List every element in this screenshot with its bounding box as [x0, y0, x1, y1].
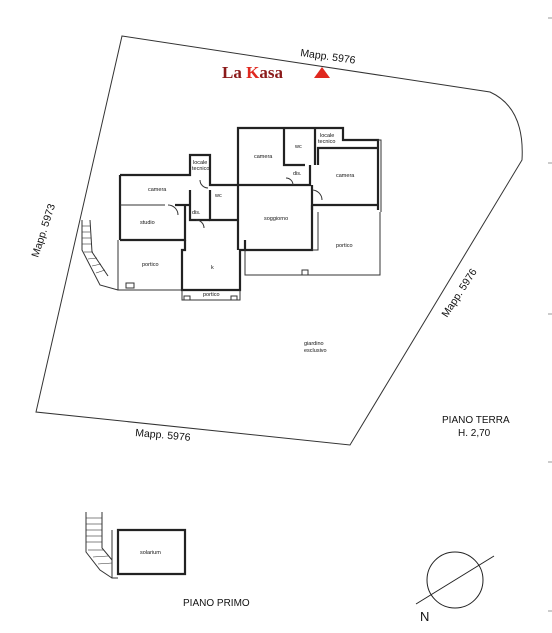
compass-icon — [415, 551, 495, 609]
boundary-label-bottom: Mapp. 5976 — [135, 427, 191, 444]
first-floor-plan — [85, 512, 187, 579]
compass-north-label: N — [420, 609, 429, 624]
room-dis-mid: dis. — [293, 171, 302, 177]
left-stair — [82, 225, 106, 274]
room-giardino-2: esclusivo — [304, 348, 327, 354]
room-soggiorno: soggiorno — [264, 216, 288, 222]
boundary-label-top: Mapp. 5976 — [300, 47, 357, 67]
room-dis-left: dis. — [192, 210, 201, 216]
room-portico-bottom: portico — [203, 292, 220, 298]
room-locale-tecnico-right-2: tecnico — [318, 139, 335, 145]
ground-floor-title: PIANO TERRA — [442, 415, 510, 426]
edge-ticks — [548, 17, 552, 612]
logo-roof-icon — [314, 67, 330, 78]
room-locale-tecnico-right-1: locale — [320, 133, 334, 139]
ground-floor-plan — [81, 126, 382, 301]
room-locale-tecnico-left-2: tecnico — [192, 166, 209, 172]
room-portico-right: portico — [336, 243, 353, 249]
logo: La Kasa — [222, 63, 330, 82]
room-giardino-1: giardino — [304, 341, 324, 347]
room-locale-tecnico-left-1: locale — [193, 160, 207, 166]
room-portico-left: portico — [142, 262, 159, 268]
first-floor-stair — [86, 517, 113, 565]
boundary-label-left: Mapp. 5973 — [29, 202, 58, 259]
room-solarium: solarium — [140, 550, 161, 556]
room-wc-mid: wc — [294, 144, 302, 150]
property-boundary — [35, 35, 523, 446]
first-floor-title: PIANO PRIMO — [183, 598, 250, 609]
room-k: k — [211, 265, 214, 271]
room-camera-right: camera — [336, 173, 355, 179]
room-studio: studio — [140, 220, 155, 226]
svg-text:La Kasa: La Kasa — [222, 63, 283, 82]
room-wc-left: wc — [214, 193, 222, 199]
room-camera-left: camera — [148, 187, 167, 193]
ground-floor-height: H. 2,70 — [458, 428, 491, 439]
room-camera-mid: camera — [254, 154, 273, 160]
boundary-label-right: Mapp. 5976 — [439, 266, 479, 319]
